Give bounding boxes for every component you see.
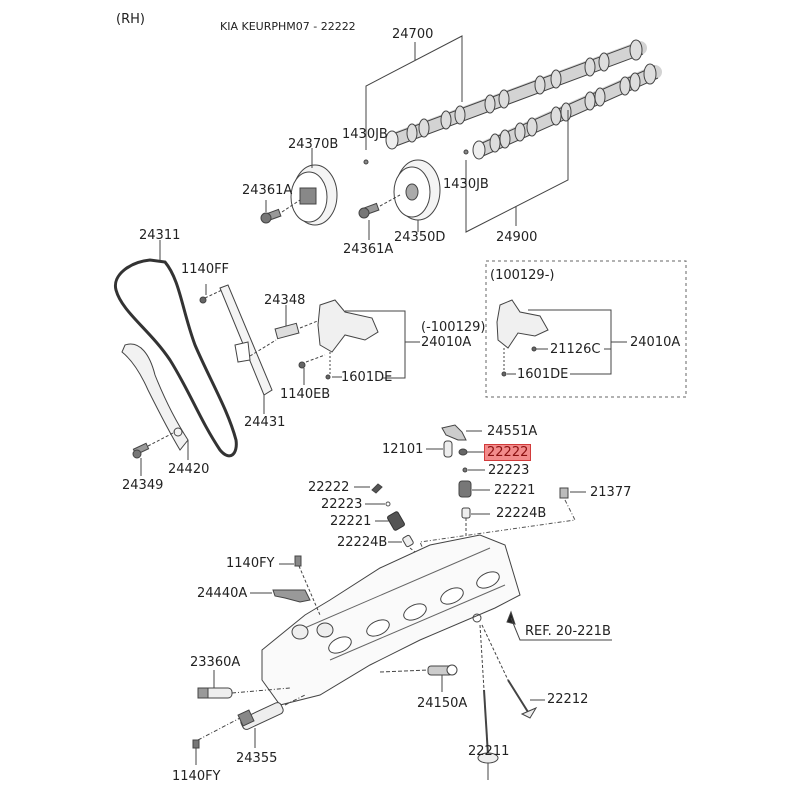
valve-seal-22224b-left[interactable] [402,535,414,548]
cam-sprocket-24370b[interactable] [291,165,337,225]
sensor-21377[interactable] [560,488,568,498]
part-label-1430jb-b[interactable]: 1430JB [443,177,489,192]
part-label-22211[interactable]: 22211 [468,744,510,759]
bracket-24440a[interactable] [273,590,310,602]
tensioner-arm-24010a-after[interactable] [497,300,548,348]
tensioner-24348[interactable] [275,323,299,338]
oil-control-valve-24355[interactable] [238,701,284,730]
tensioner-arm-24010a-before[interactable] [318,300,378,352]
part-label-24355[interactable]: 24355 [236,751,278,766]
part-label-24431[interactable]: 24431 [244,415,286,430]
part-label-12101[interactable]: 12101 [382,442,424,457]
cotter-22223-right[interactable] [463,468,467,472]
retainer-22222-highlighted[interactable] [459,449,467,455]
cotter-22223-left[interactable] [386,502,390,506]
part-label-24361a-a[interactable]: 24361A [242,183,293,198]
part-label-22222-b[interactable]: 22222 [308,480,350,495]
rocker-arm-24551a[interactable] [442,425,466,440]
part-label-1601de-a[interactable]: 1601DE [341,370,393,385]
part-label-24370b[interactable]: 24370B [288,137,339,152]
valve-22212[interactable] [508,680,536,718]
part-label-1140fy-a[interactable]: 1140FY [226,556,275,571]
valve-seal-22224b-right[interactable] [462,508,470,518]
part-label-1430jb-a[interactable]: 1430JB [342,127,388,142]
valve-spring-22221-right[interactable] [459,481,471,497]
valve-spring-22221-left[interactable] [387,511,405,531]
part-label-24440a[interactable]: 24440A [197,586,248,601]
part-label-22223-a[interactable]: 22223 [488,463,530,478]
part-label-22224b-b[interactable]: 22224B [337,535,388,550]
part-label-100129-after: (100129-) [490,268,555,283]
part-label-21126c[interactable]: 21126C [550,342,601,357]
part-label-24420[interactable]: 24420 [168,462,210,477]
ref-arrow [507,612,612,640]
part-label-24361a-b[interactable]: 24361A [343,242,394,257]
lash-adjuster-12101[interactable] [444,441,452,457]
bolt-1140ff[interactable] [200,297,206,303]
part-label-24349[interactable]: 24349 [122,478,164,493]
part-label-1601de-b[interactable]: 1601DE [517,367,569,382]
cam-sprocket-24350d[interactable] [394,160,440,220]
part-label-24348[interactable]: 24348 [264,293,306,308]
part-label-24010a-b[interactable]: 24010A [630,335,681,350]
bolt-1140fy-lower[interactable] [193,740,199,748]
cylinder-head[interactable] [262,535,520,705]
part-label-24311[interactable]: 24311 [139,228,181,243]
camshaft-24700[interactable] [386,40,643,149]
chain-guide-24420[interactable] [122,344,188,450]
retainer-22222-left[interactable] [372,484,382,493]
part-label-24900[interactable]: 24900 [496,230,538,245]
part-label-1140fy-b[interactable]: 1140FY [172,769,221,784]
plug-24150a[interactable] [428,665,457,675]
part-label-24150a[interactable]: 24150A [417,696,468,711]
part-label-100129-before: (-100129) [421,320,486,335]
part-label-22224b-a[interactable]: 22224B [496,506,547,521]
ref-label[interactable]: REF. 20-221B [525,624,611,639]
part-label-24700[interactable]: 24700 [392,27,434,42]
side-indicator: (RH) [116,12,145,27]
part-label-21377[interactable]: 21377 [590,485,632,500]
part-label-1140eb[interactable]: 1140EB [280,387,331,402]
part-label-22221-a[interactable]: 22221 [494,483,536,498]
valve-22211[interactable] [478,690,498,763]
bolt-1140eb[interactable] [299,362,305,368]
part-label-24551a[interactable]: 24551A [487,424,538,439]
bolt-24361a-right[interactable] [359,203,379,218]
timing-chain-24311[interactable] [115,260,236,456]
part-label-1140ff[interactable]: 1140FF [181,262,230,277]
diagram-title: KIA KEURPHM07 - 22222 [220,20,356,33]
part-label-23360a[interactable]: 23360A [190,655,241,670]
sensor-23360a[interactable] [198,688,232,698]
part-label-24350d[interactable]: 24350D [394,230,446,245]
part-label-22221-b[interactable]: 22221 [330,514,372,529]
part-label-22212[interactable]: 22212 [547,692,589,707]
bolt-1140fy-upper[interactable] [295,556,301,566]
part-label-22222-highlighted[interactable]: 22222 [484,444,532,461]
part-label-24010a-a[interactable]: 24010A [421,335,472,350]
part-label-22223-b[interactable]: 22223 [321,497,363,512]
bolt-24361a-left[interactable] [261,209,281,223]
bolt-24349[interactable] [133,443,149,458]
